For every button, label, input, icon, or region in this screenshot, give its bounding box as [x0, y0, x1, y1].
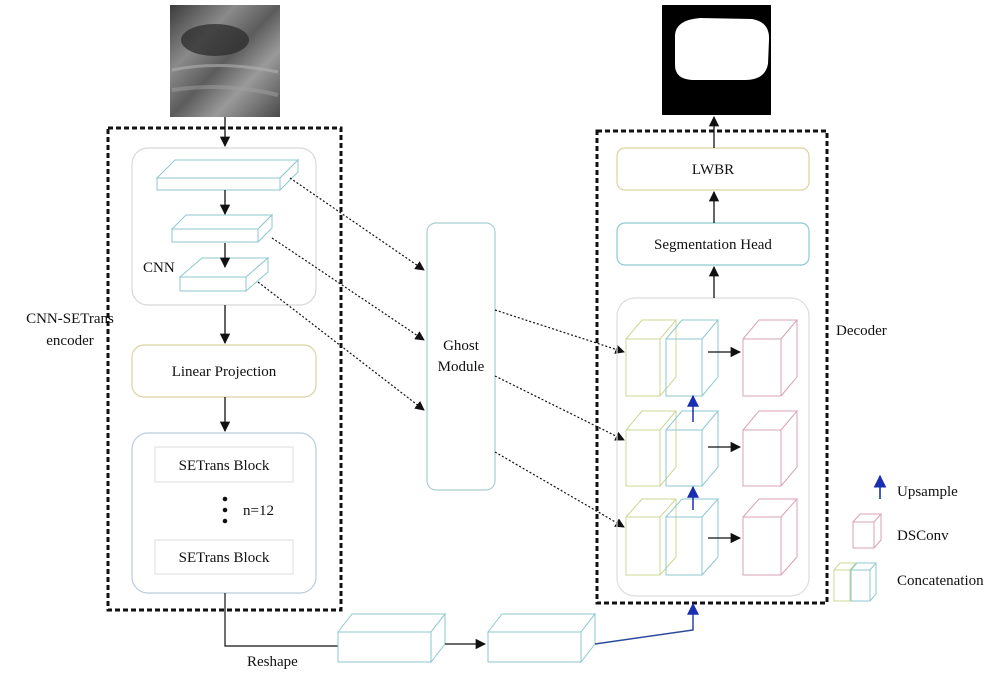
- ghost-module-label-line1: Ghost: [443, 338, 480, 354]
- ellipsis-dots: [222, 496, 228, 524]
- legend-dsconv-icon: [852, 513, 883, 549]
- cnn-box: [131, 147, 317, 306]
- legend-concatenation-icon: [833, 562, 878, 602]
- decoder-label: Decoder: [836, 323, 887, 339]
- dsconv-cube-row-1: [742, 319, 799, 397]
- legend: Upsample DSConv Concatenation: [833, 474, 984, 602]
- setrans-container: [131, 432, 317, 594]
- legend-dsconv-label: DSConv: [897, 528, 949, 544]
- linear-projection-label: Linear Projection: [172, 364, 277, 380]
- legend-concatenation-label: Concatenation: [897, 573, 984, 589]
- cnn-label: CNN: [143, 260, 175, 276]
- concat-cube-row-2: [625, 410, 720, 487]
- cnn-feature-slab-1: [155, 158, 300, 192]
- lwbr-box: [616, 147, 810, 191]
- dsconv-cube-row-3: [742, 498, 799, 576]
- segmentation-head-box: [616, 222, 810, 266]
- reshape-slab-2: [486, 612, 597, 664]
- input-ultrasound-image: [170, 5, 280, 117]
- linear-projection-box: [131, 344, 317, 398]
- decoder-stage-container: [616, 297, 810, 597]
- dsconv-cube-row-2: [742, 410, 799, 487]
- decoder-frame: [595, 129, 829, 605]
- encoder-label-line2: encoder: [46, 333, 93, 349]
- setrans-block-top-label: SETrans Block: [179, 458, 270, 474]
- reshape-slab-1: [336, 612, 447, 664]
- cnn-feature-slab-3: [178, 256, 270, 293]
- concat-cube-row-1: [625, 319, 720, 397]
- reshape-to-decoder-path: [594, 602, 699, 645]
- output-segmentation-mask: [662, 5, 771, 115]
- concat-cube-row-3: [625, 498, 720, 576]
- setrans-block-top: [154, 446, 294, 483]
- decoder-row-arrows: [708, 346, 742, 544]
- segmentation-head-label: Segmentation Head: [654, 237, 772, 253]
- reshape-label: Reshape: [247, 654, 298, 670]
- encoder-label-line1: CNN-SETrans: [26, 311, 114, 327]
- repeat-count-label: n=12: [243, 503, 274, 519]
- ghost-module-label-line2: Module: [438, 359, 485, 375]
- skip-connection-arrows-in: [257, 177, 425, 411]
- lwbr-label: LWBR: [692, 162, 734, 178]
- reshape-path-line: [224, 593, 338, 647]
- legend-upsample-label: Upsample: [897, 484, 958, 500]
- cnn-feature-slab-2: [170, 213, 274, 244]
- ghost-module-box: [426, 222, 496, 491]
- skip-connection-arrows-out: [494, 309, 625, 528]
- setrans-block-bottom-label: SETrans Block: [179, 550, 270, 566]
- setrans-block-bottom: [154, 539, 294, 575]
